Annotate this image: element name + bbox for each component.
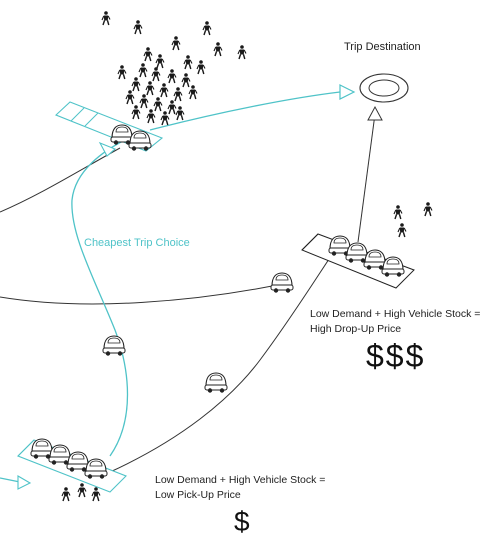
cheapest-route-station-to-destination — [149, 91, 341, 131]
pedestrian-crowd-top — [101, 10, 247, 126]
arrowhead-incoming — [17, 475, 32, 490]
high-price-label: $$$ — [366, 338, 426, 374]
pickup-caption-line2: Low Pick-Up Price — [155, 489, 241, 501]
cheapest-route-label: Cheapest Trip Choice — [84, 237, 190, 249]
arrowhead-destination — [367, 105, 383, 121]
arrowhead-cheapest-station — [98, 141, 117, 157]
low-price-label: $ — [234, 506, 250, 537]
dropoff-caption-line1: Low Demand + High Vehicle Stock = — [310, 308, 481, 320]
route-dropoff-to-destination — [357, 113, 376, 243]
route-left-to-dropoff — [0, 285, 273, 305]
route-pickup-to-dropoff — [109, 249, 336, 473]
pod-car-icon — [204, 372, 228, 394]
cheapest-route-incoming — [0, 477, 21, 483]
cheapest-route-to-station — [71, 139, 129, 457]
pod-car-icon — [270, 272, 294, 294]
arrowhead-cheapest-destination — [339, 84, 356, 100]
dropoff-caption-line2: High Drop-Up Price — [310, 323, 402, 335]
destination-ring-icon — [359, 73, 409, 103]
destination-label: Trip Destination — [344, 41, 421, 53]
pedestrian-group-dropoff — [393, 201, 433, 238]
route-left-to-station — [0, 147, 121, 213]
pickup-caption-line1: Low Demand + High Vehicle Stock = — [155, 474, 326, 486]
pod-car-icon — [102, 335, 126, 357]
